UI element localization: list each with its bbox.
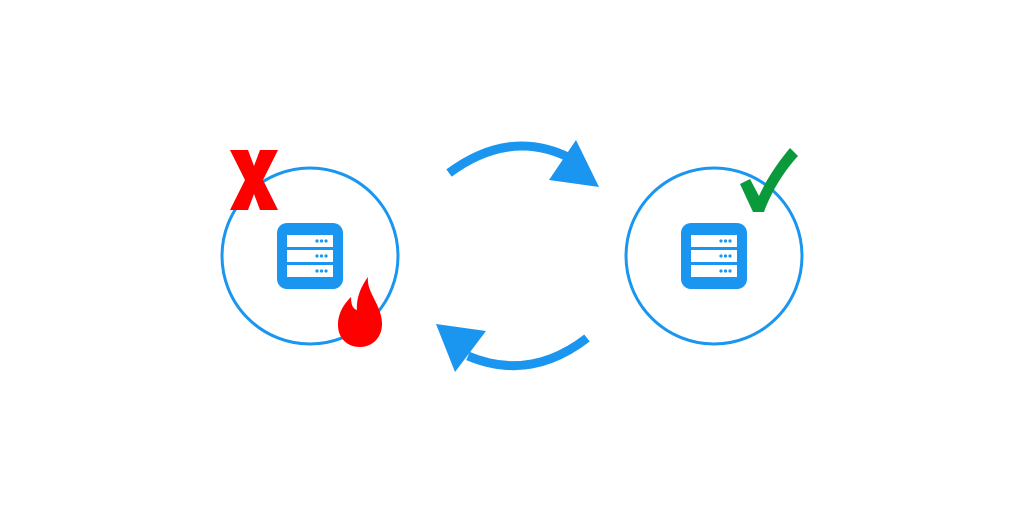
failed-server-ring xyxy=(220,166,400,346)
healthy-server-node xyxy=(624,148,804,346)
fire-icon xyxy=(338,277,382,347)
check-icon xyxy=(740,148,798,212)
arrow-to-healthy xyxy=(446,140,599,187)
arrow-to-failed xyxy=(436,324,590,372)
server-icon xyxy=(277,223,343,289)
x-mark-icon xyxy=(230,150,278,210)
failed-server-node xyxy=(220,150,400,347)
server-icon xyxy=(681,223,747,289)
healthy-server-ring xyxy=(624,166,804,346)
